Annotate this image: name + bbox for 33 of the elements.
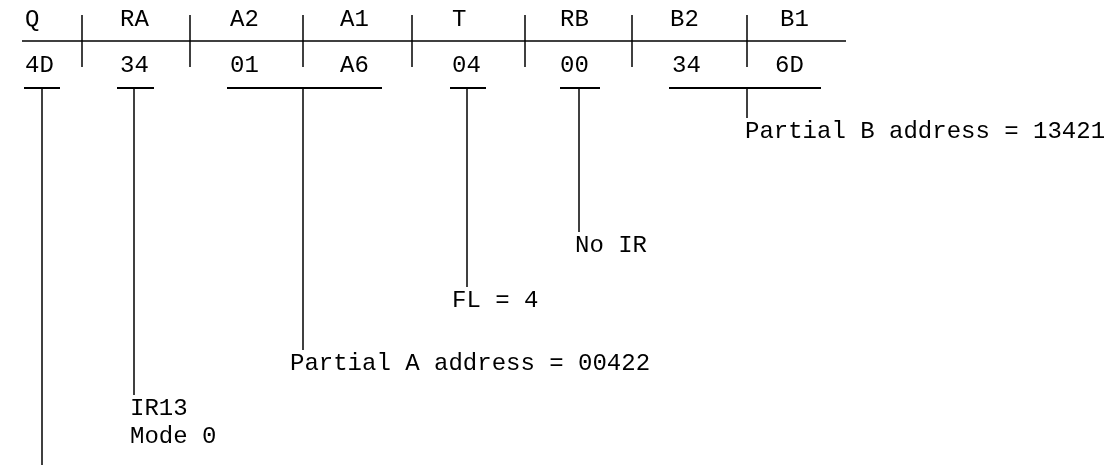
- hex-value: 6D: [775, 52, 804, 80]
- field-name: T: [452, 6, 467, 34]
- field-name: B2: [670, 6, 699, 34]
- hex-value: 04: [452, 52, 481, 80]
- annotation-text: Partial B address = 13421: [745, 118, 1113, 146]
- underline-bar: [117, 87, 154, 89]
- leader-line: [466, 88, 468, 288]
- hex-value: 34: [672, 52, 701, 80]
- hex-value: 34: [120, 52, 149, 80]
- underline-bar: [450, 87, 486, 89]
- hex-value: 4D: [25, 52, 54, 80]
- hex-value: 00: [560, 52, 589, 80]
- field-name: Q: [25, 6, 40, 34]
- annotation-text: No IR: [575, 232, 665, 260]
- leader-line: [578, 88, 580, 233]
- underline-bar: [560, 87, 600, 89]
- leader-line: [302, 88, 304, 351]
- field-name: B1: [780, 6, 809, 34]
- annotation-text: IR13 Mode 0: [130, 395, 220, 451]
- underline-bar: [669, 87, 821, 89]
- annotation-text: FL = 4: [452, 287, 562, 315]
- field-name: A1: [340, 6, 369, 34]
- leader-line: [133, 88, 135, 396]
- leader-line: [746, 88, 748, 119]
- underline-bar: [24, 87, 60, 89]
- hex-value: 01: [230, 52, 259, 80]
- leader-line: [41, 88, 43, 465]
- underline-bar: [227, 87, 382, 89]
- annotation-text: Partial A address = 00422: [290, 350, 670, 378]
- field-name: A2: [230, 6, 259, 34]
- field-name: RA: [120, 6, 149, 34]
- hex-value: A6: [340, 52, 369, 80]
- field-name: RB: [560, 6, 589, 34]
